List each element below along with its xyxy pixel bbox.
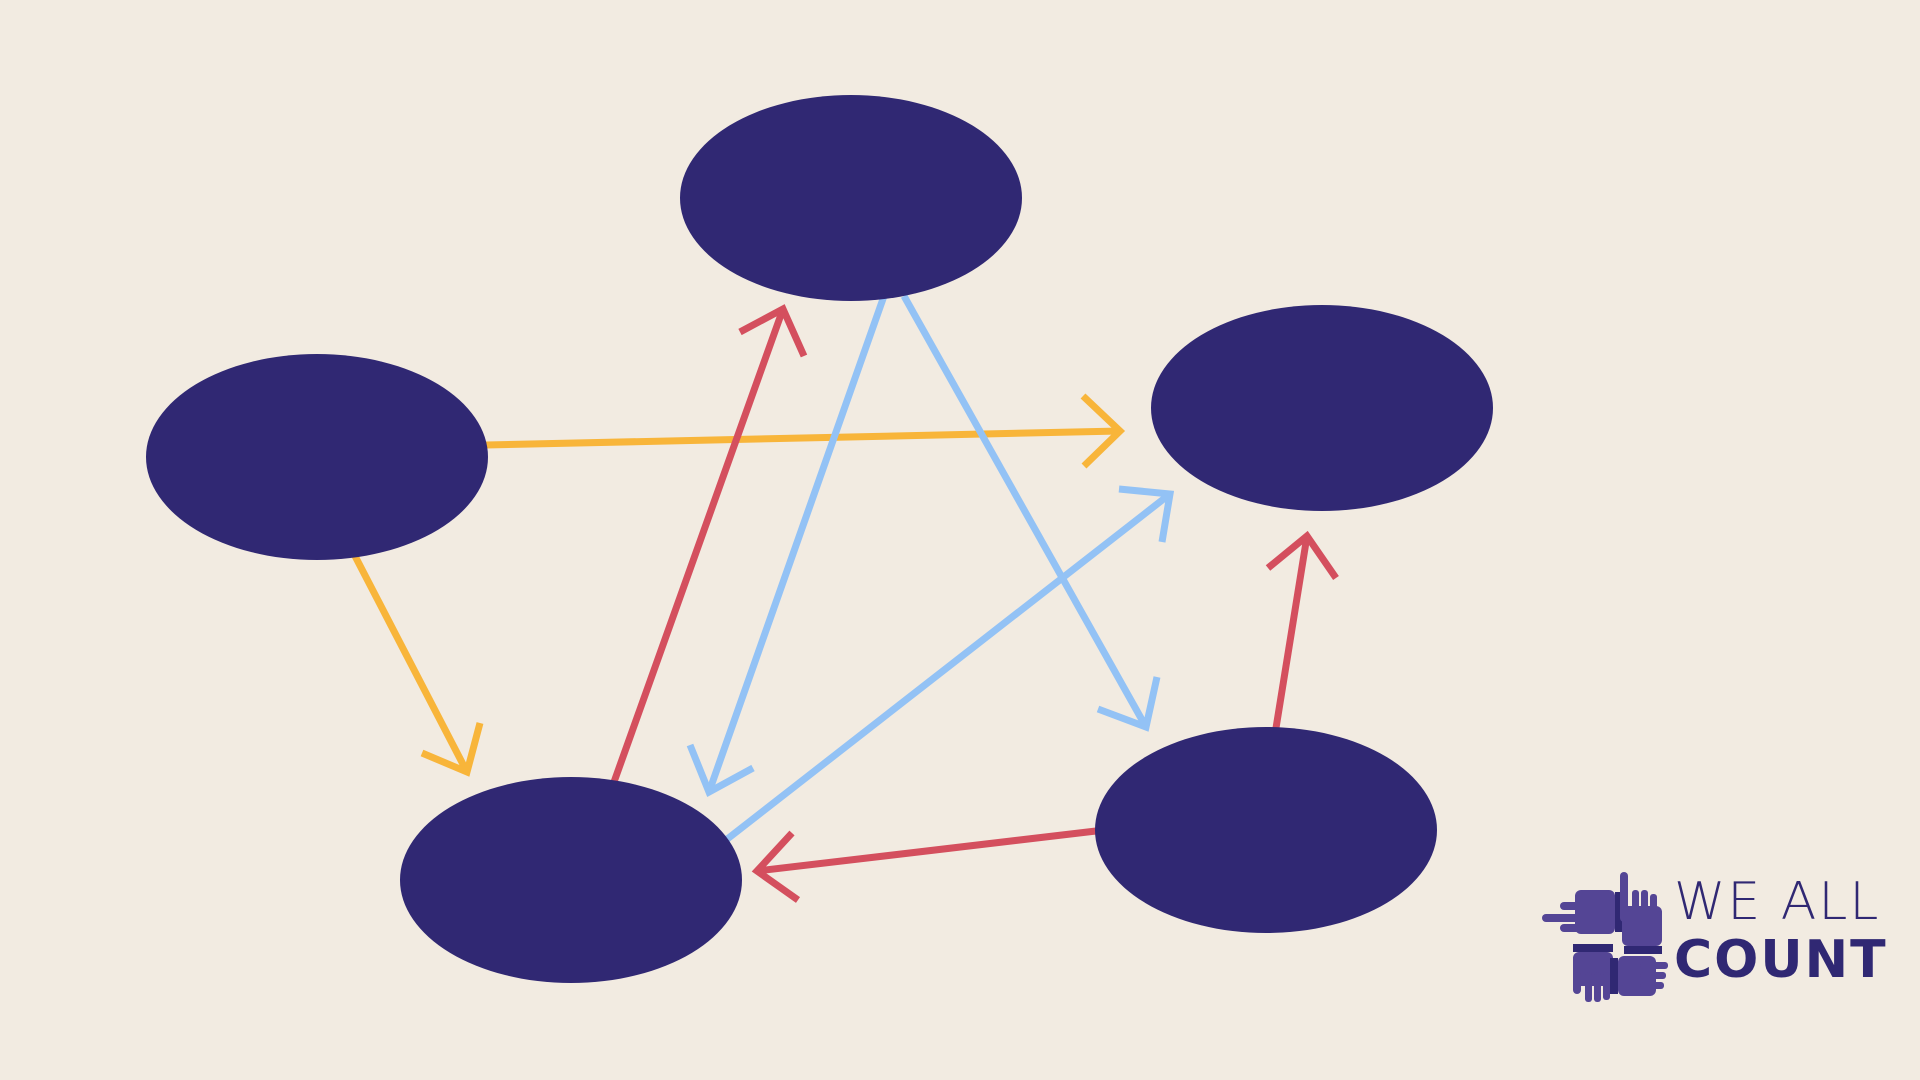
four-hands-icon: [1542, 872, 1668, 1002]
edge-bottom-left-to-top: [610, 304, 808, 784]
edge-top-to-bottom-right: [900, 294, 1161, 732]
edge-left-to-right: [485, 393, 1126, 469]
edge-bottom-right-to-right: [1265, 530, 1339, 729]
logo-line-1: WE ALL: [1674, 872, 1881, 932]
edge-bottom-left-to-right: [723, 485, 1175, 843]
node-top: [680, 95, 1022, 301]
logo-wordmark: WE ALL COUNT: [1674, 876, 1888, 986]
node-left: [146, 354, 488, 560]
node-bottom-left: [400, 777, 742, 983]
node-bottom-right: [1095, 727, 1437, 933]
edge-top-to-bottom-left: [686, 294, 888, 797]
edge-bottom-right-to-bottom-left: [751, 827, 1097, 903]
node-right: [1151, 305, 1493, 511]
logo-line-2: COUNT: [1674, 930, 1888, 990]
we-all-count-logo: WE ALL COUNT: [1540, 872, 1886, 1002]
edge-left-to-bottom-left: [351, 554, 484, 777]
